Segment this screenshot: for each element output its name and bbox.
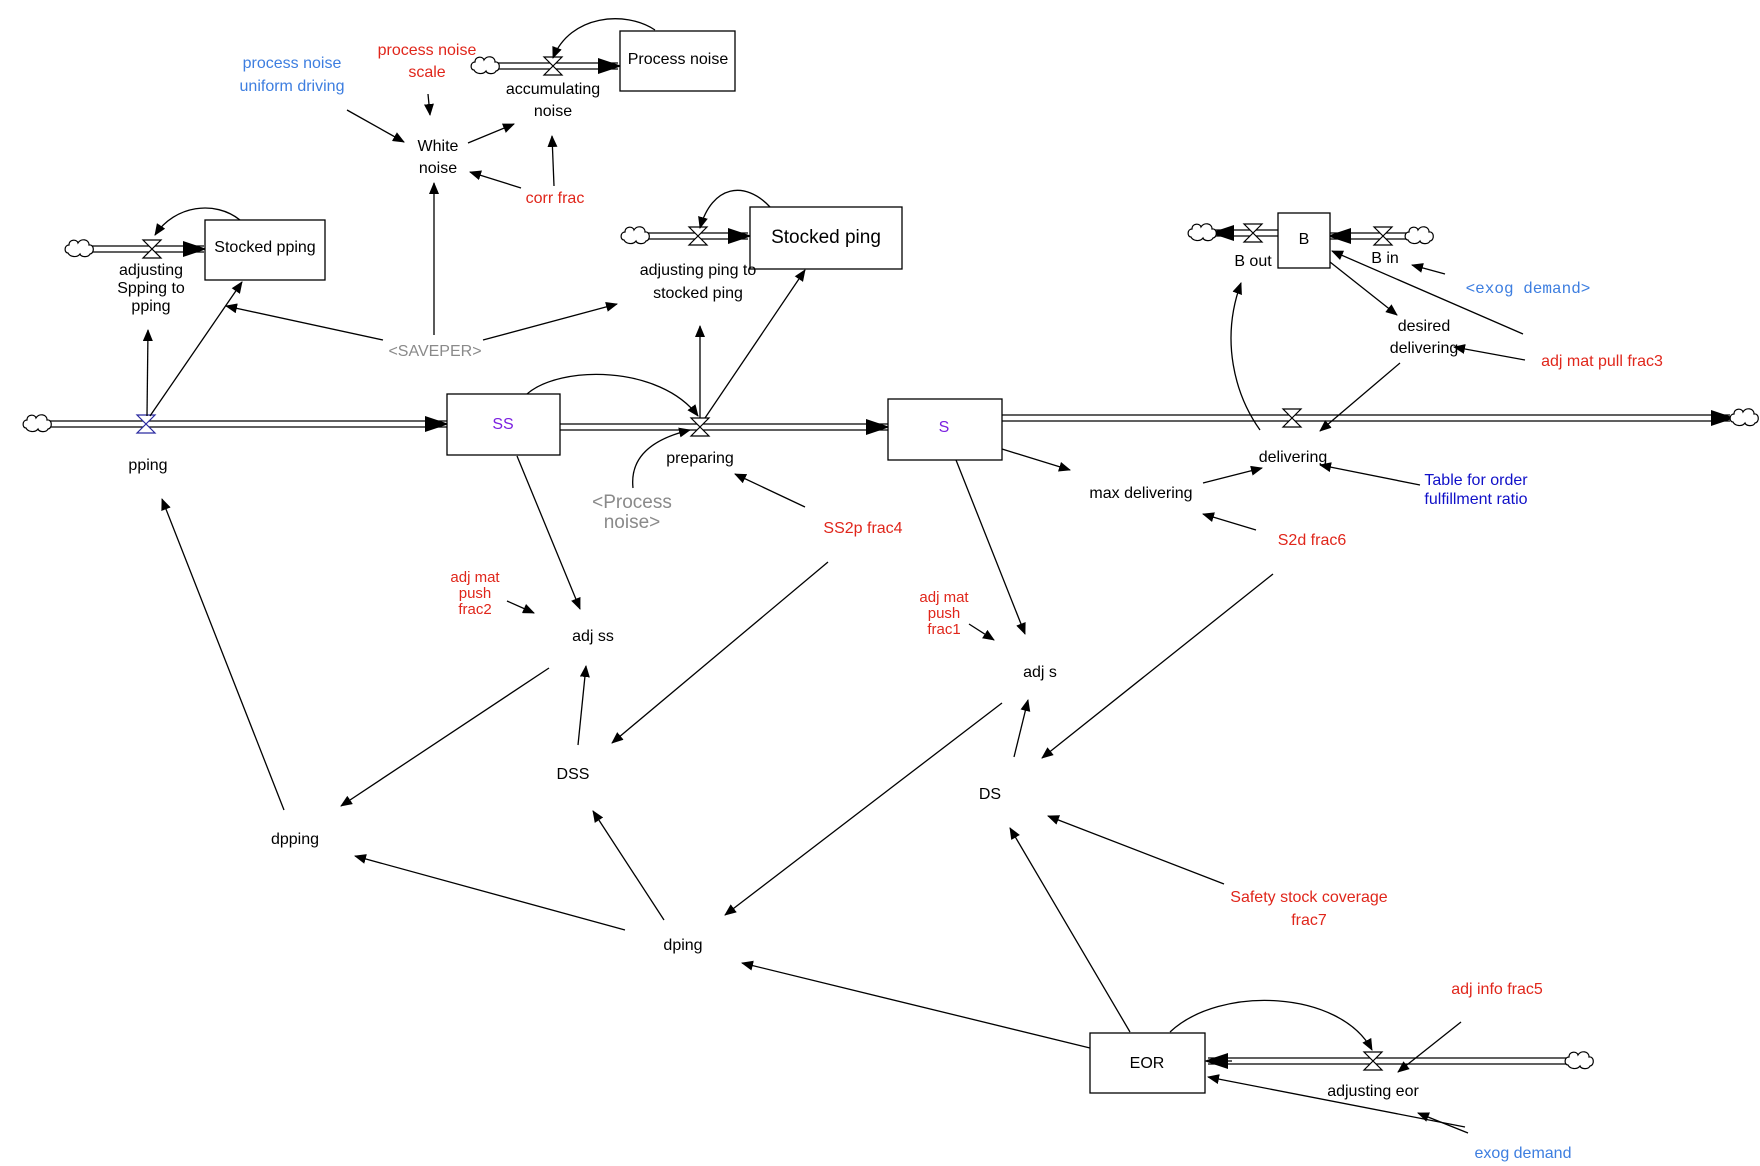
stocked-pping-label: Stocked pping — [214, 239, 315, 256]
eor-stock-label: EOR — [1130, 1055, 1165, 1072]
adj-mat-push-frac2-label: adj mat — [450, 569, 500, 586]
desired-delivering-label: delivering — [1390, 340, 1458, 357]
preparing-pipe — [560, 419, 890, 435]
exog-demand-shadow-label: <exog demand> — [1466, 280, 1591, 298]
adjusting-spping-label: Spping to — [117, 280, 185, 297]
source-cloud-icon — [470, 56, 500, 75]
sink-cloud-icon — [1729, 408, 1759, 427]
adj-ss-label: adj ss — [572, 628, 614, 645]
process-noise-shadow-label: noise> — [604, 512, 661, 533]
process-noise-scale-label: scale — [408, 64, 445, 81]
ss2p-frac4-label: SS2p frac4 — [823, 520, 902, 537]
ss-stock-label: SS — [492, 416, 513, 433]
adjusting-eor-label: adjusting eor — [1327, 1083, 1419, 1100]
source-cloud-icon — [22, 414, 52, 433]
valve-icon — [1362, 1051, 1384, 1071]
stocked-ping-label: Stocked ping — [771, 227, 881, 248]
stock-box[interactable] — [446, 393, 561, 456]
s-stock-label: S — [939, 419, 950, 436]
process-noise-stock-label: Process noise — [628, 51, 729, 68]
process-noise-shadow-label: <Process — [592, 492, 672, 513]
adj-s-label: adj s — [1023, 664, 1057, 681]
adjusting-ping-label: stocked ping — [653, 285, 743, 302]
stock-box[interactable] — [1277, 212, 1331, 269]
ds-label: DS — [979, 786, 1001, 803]
adjusting-spping-label: adjusting — [119, 262, 183, 279]
process-noise-uniform-label: process noise — [243, 55, 342, 72]
stock-box[interactable] — [887, 398, 1003, 461]
stock-box[interactable] — [619, 30, 736, 92]
valve-icon — [689, 417, 711, 437]
adjusting-eor-pipe — [1204, 1053, 1568, 1069]
b-stock-label: B — [1299, 231, 1310, 248]
valve-icon — [1281, 408, 1303, 428]
adjusting-ping-label: adjusting ping to — [640, 262, 757, 279]
adj-mat-push-frac1-label: push — [928, 605, 961, 622]
adjusting-spping-pipe — [92, 241, 207, 257]
s2d-frac6-label: S2d frac6 — [1278, 532, 1347, 549]
desired-delivering-label: desired — [1398, 318, 1450, 335]
source-cloud-icon — [64, 239, 94, 258]
sink-cloud-icon — [1187, 223, 1217, 242]
adjusting-spping-label: pping — [131, 298, 170, 315]
accumulating-noise-label: accumulating — [506, 81, 600, 98]
b-in-label: B in — [1371, 250, 1399, 267]
adj-mat-push-frac1-label: frac1 — [927, 621, 960, 638]
table-order-fulfillment-label: Table for order — [1424, 472, 1528, 489]
valve-icon — [135, 414, 157, 434]
process-noise-scale-label: process noise — [378, 42, 477, 59]
accumulating-noise-pipe — [498, 58, 622, 74]
source-cloud-icon — [620, 226, 650, 245]
causal-links — [142, 18, 1526, 1134]
valve-icon — [1372, 226, 1394, 246]
white-noise-label: noise — [419, 160, 457, 177]
safety-stock-coverage-label: Safety stock coverage — [1230, 889, 1388, 906]
corr-frac-label: corr frac — [526, 190, 585, 207]
b-out-pipe — [1210, 225, 1278, 241]
source-cloud-icon — [1564, 1051, 1594, 1070]
dping-label: dping — [663, 937, 702, 954]
adj-mat-push-frac2-label: push — [459, 585, 492, 602]
preparing-label: preparing — [666, 450, 734, 467]
adj-mat-push-frac1-label: adj mat — [919, 589, 969, 606]
process-noise-uniform-label: uniform driving — [240, 78, 345, 95]
pping-label: pping — [128, 457, 167, 474]
exog-demand-label: exog demand — [1475, 1145, 1572, 1162]
stock-box[interactable] — [204, 219, 326, 281]
b-in-pipe — [1327, 228, 1408, 244]
accumulating-noise-label: noise — [534, 103, 572, 120]
saveper-shadow-label: <SAVEPER> — [388, 343, 481, 360]
delivering-label: delivering — [1259, 449, 1327, 466]
white-noise-label: White — [418, 138, 459, 155]
dss-label: DSS — [557, 766, 590, 783]
adj-mat-push-frac2-label: frac2 — [458, 601, 491, 618]
delivering-pipe — [1002, 410, 1735, 426]
dpping-label: dpping — [271, 831, 319, 848]
adj-mat-pull-frac3-label: adj mat pull frac3 — [1541, 353, 1663, 370]
max-delivering-label: max delivering — [1089, 485, 1192, 502]
table-order-fulfillment-label: fulfillment ratio — [1424, 491, 1527, 508]
adj-info-frac5-label: adj info frac5 — [1451, 981, 1543, 998]
pping-pipe — [50, 416, 449, 432]
b-out-label: B out — [1234, 253, 1272, 270]
valve-icon — [1242, 223, 1264, 243]
source-cloud-icon — [1404, 226, 1434, 245]
stock-box[interactable] — [749, 206, 903, 270]
safety-stock-coverage-label: frac7 — [1291, 912, 1327, 929]
stock-box[interactable] — [1089, 1032, 1206, 1094]
valve-icon — [141, 239, 163, 259]
